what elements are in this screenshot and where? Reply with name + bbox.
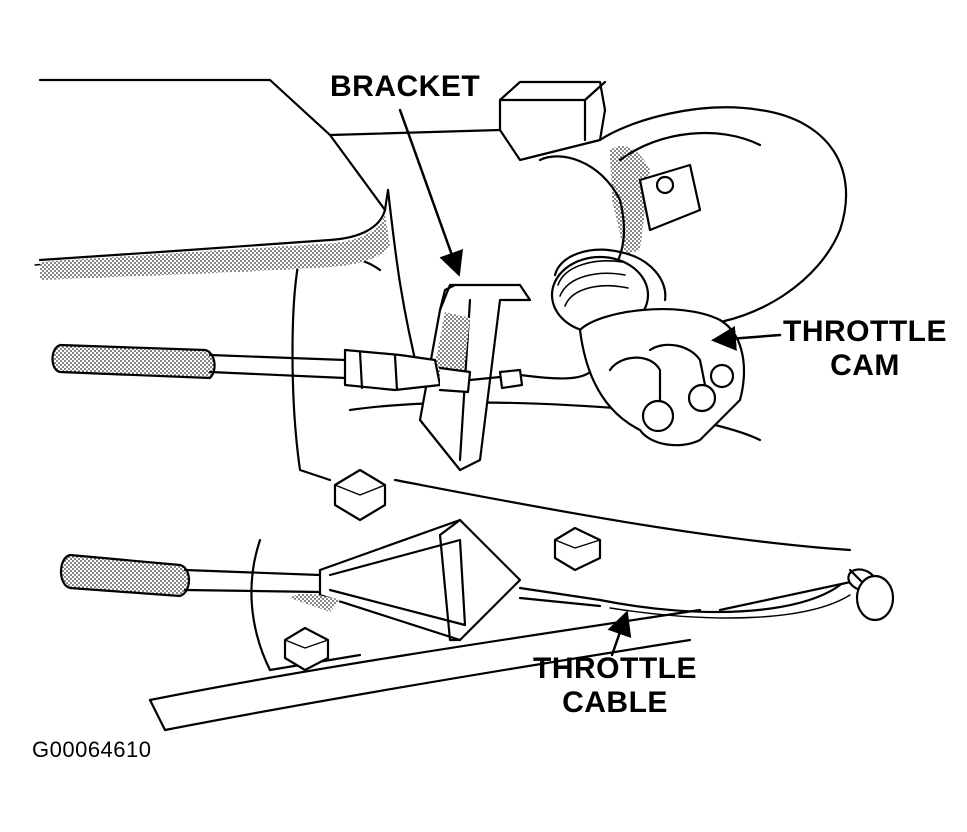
- throttle-cam-label-line2: CAM: [830, 349, 900, 382]
- intake-shadow: [610, 146, 650, 255]
- throttle-cam-leader-arrow: [711, 325, 782, 351]
- bracket-leader-arrow: [398, 108, 464, 277]
- bolt-middle: [553, 526, 602, 572]
- bracket-label: BRACKET: [330, 70, 481, 103]
- throttle-cable-label-line2: CABLE: [562, 686, 668, 719]
- bolt-lower: [283, 626, 330, 672]
- throttle-cable-label: THROTTLE CABLE: [525, 652, 705, 720]
- throttle-cam: [550, 248, 746, 447]
- engine-shadow: [40, 215, 390, 280]
- lower-cable: [59, 518, 895, 642]
- throttle-cable-label-line1: THROTTLE: [533, 652, 697, 685]
- bolt-upper: [333, 468, 387, 522]
- throttle-cable-leader-arrow: [607, 610, 632, 657]
- figure-id: G00064610: [32, 737, 152, 762]
- throttle-cam-label: THROTTLE CAM: [775, 315, 955, 383]
- throttle-cam-label-line1: THROTTLE: [783, 315, 947, 348]
- upper-cable: [51, 343, 592, 394]
